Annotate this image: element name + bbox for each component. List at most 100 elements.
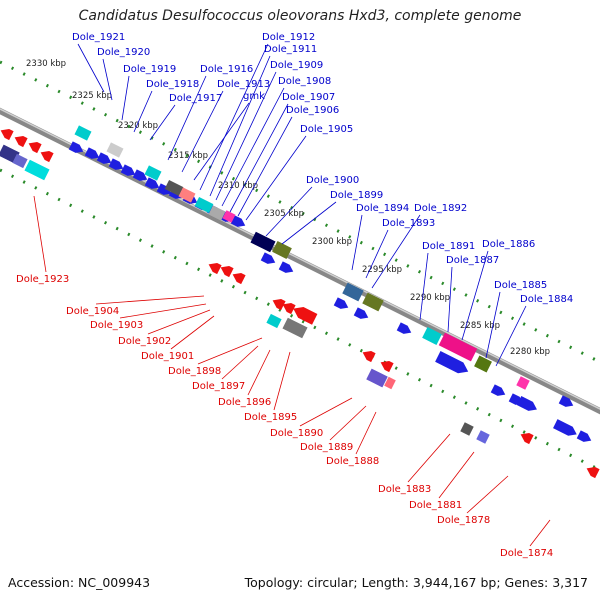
inner-ruler-track (0, 168, 600, 472)
forward-gene-20 (490, 384, 506, 396)
reverse-gene-label: Dole_1890 (270, 428, 323, 439)
forward-label-leader (495, 305, 527, 367)
reverse-gene-block-1 (0, 144, 20, 164)
forward-label-leader (181, 90, 224, 173)
forward-gene-label: Dole_1920 (97, 47, 150, 58)
forward-gene-label: Dole_1884 (520, 294, 573, 305)
reverse-label-leader (119, 303, 207, 319)
forward-gene-block-6 (194, 196, 214, 214)
reverse-label-leader (438, 451, 475, 499)
forward-gene-label: Dole_1905 (300, 124, 353, 135)
forward-gene-1 (68, 141, 84, 153)
forward-gene-block-12 (362, 292, 384, 312)
reverse-gene-5 (208, 262, 222, 275)
forward-gene-label: Dole_1894 (356, 203, 409, 214)
reverse-gene-label: Dole_1888 (326, 456, 379, 467)
forward-label-leader (281, 201, 337, 245)
forward-gene-label: Dole_1916 (200, 64, 253, 75)
forward-label-leader (133, 90, 153, 133)
reverse-gene-long-1 (293, 307, 318, 325)
forward-gene-7 (144, 177, 160, 189)
reverse-label-leader (33, 195, 47, 273)
reverse-gene-label: Dole_1881 (409, 500, 462, 511)
reverse-gene-block-4 (266, 313, 282, 329)
forward-gene-block-4 (164, 179, 184, 197)
forward-label-leader (447, 266, 453, 333)
reverse-gene-label: Dole_1883 (378, 484, 431, 495)
forward-gene-8 (156, 183, 172, 195)
reverse-gene-3 (28, 141, 42, 154)
reverse-gene-label: Dole_1898 (168, 366, 221, 377)
forward-gene-label: gmk (243, 91, 265, 102)
kbp-tick-label: 2325 kbp (72, 91, 112, 101)
kbp-tick-label: 2305 kbp (264, 209, 304, 219)
forward-gene-label: Dole_1891 (422, 241, 475, 252)
reverse-label-leader (197, 337, 263, 365)
forward-gene-block-13 (422, 327, 442, 345)
forward-gene-3 (96, 152, 112, 164)
forward-gene-4 (108, 158, 124, 170)
forward-gene-label: Dole_1912 (262, 32, 315, 43)
reverse-label-leader (170, 315, 215, 350)
forward-gene-label: Dole_1885 (494, 280, 547, 291)
reverse-gene-8 (272, 298, 286, 311)
kbp-tick-label: 2310 kbp (218, 181, 258, 191)
kbp-tick-label: 2320 kbp (118, 121, 158, 131)
forward-gene-label: Dole_1887 (446, 255, 499, 266)
forward-gene-5 (120, 164, 136, 176)
forward-gene-17 (333, 297, 349, 309)
reverse-gene-4 (40, 150, 54, 163)
forward-label-leader (221, 87, 285, 207)
reverse-gene-label: Dole_1923 (16, 274, 69, 285)
forward-gene-label: Dole_1907 (282, 92, 335, 103)
reverse-gene-6 (220, 265, 234, 278)
reverse-label-leader (466, 475, 509, 514)
accession-label: Accession: NC_009943 (8, 575, 151, 590)
kbp-tick-label: 2290 kbp (410, 293, 450, 303)
reverse-gene-label: Dole_1895 (244, 412, 297, 423)
forward-gene-label: Dole_1913 (217, 79, 270, 90)
forward-label-leader (77, 43, 105, 93)
forward-label-leader (167, 75, 207, 161)
genome-title: Candidatus Desulfococcus oleovorans Hxd3… (78, 8, 522, 24)
reverse-gene-label: Dole_1897 (192, 381, 245, 392)
forward-gene-long-3 (553, 419, 577, 436)
forward-gene-label: Dole_1908 (278, 76, 331, 87)
forward-gene-2 (84, 147, 100, 159)
reverse-label-leader (299, 397, 353, 427)
reverse-label-leader (273, 351, 291, 411)
forward-label-leader (149, 104, 176, 141)
forward-gene-16 (278, 261, 294, 273)
forward-label-leader (199, 43, 269, 191)
forward-label-leader (365, 229, 389, 279)
reverse-gene-label: Dole_1874 (500, 548, 553, 559)
reverse-gene-12 (520, 432, 534, 445)
forward-gene-14 (230, 215, 246, 227)
kbp-tick-label: 2280 kbp (510, 347, 550, 357)
forward-label-leader (265, 186, 313, 237)
reverse-gene-label: Dole_1904 (66, 306, 119, 317)
reverse-label-leader (221, 345, 259, 380)
reverse-gene-13 (586, 466, 600, 479)
forward-gene-label: Dole_1921 (72, 32, 125, 43)
forward-gene-block-15 (474, 355, 492, 373)
kbp-tick-label: 2285 kbp (460, 321, 500, 331)
forward-label-leader (209, 55, 271, 197)
forward-gene-label: Dole_1899 (330, 190, 383, 201)
forward-label-leader (461, 250, 489, 341)
forward-gene-23 (576, 430, 592, 442)
reverse-gene-label: Dole_1896 (218, 397, 271, 408)
reverse-gene-11 (380, 360, 394, 373)
forward-label-leader (371, 214, 421, 289)
forward-gene-block-1 (74, 125, 92, 141)
reverse-gene-label: Dole_1902 (118, 336, 171, 347)
reverse-gene-1 (0, 128, 14, 141)
reverse-gene-10 (362, 350, 376, 363)
forward-gene-block-16 (516, 376, 530, 390)
reverse-label-leader (95, 295, 205, 305)
kbp-tick-label: 2295 kbp (362, 265, 402, 275)
reverse-gene-9 (282, 302, 296, 315)
forward-gene-block-11 (342, 282, 364, 302)
reverse-label-leader (355, 411, 377, 455)
